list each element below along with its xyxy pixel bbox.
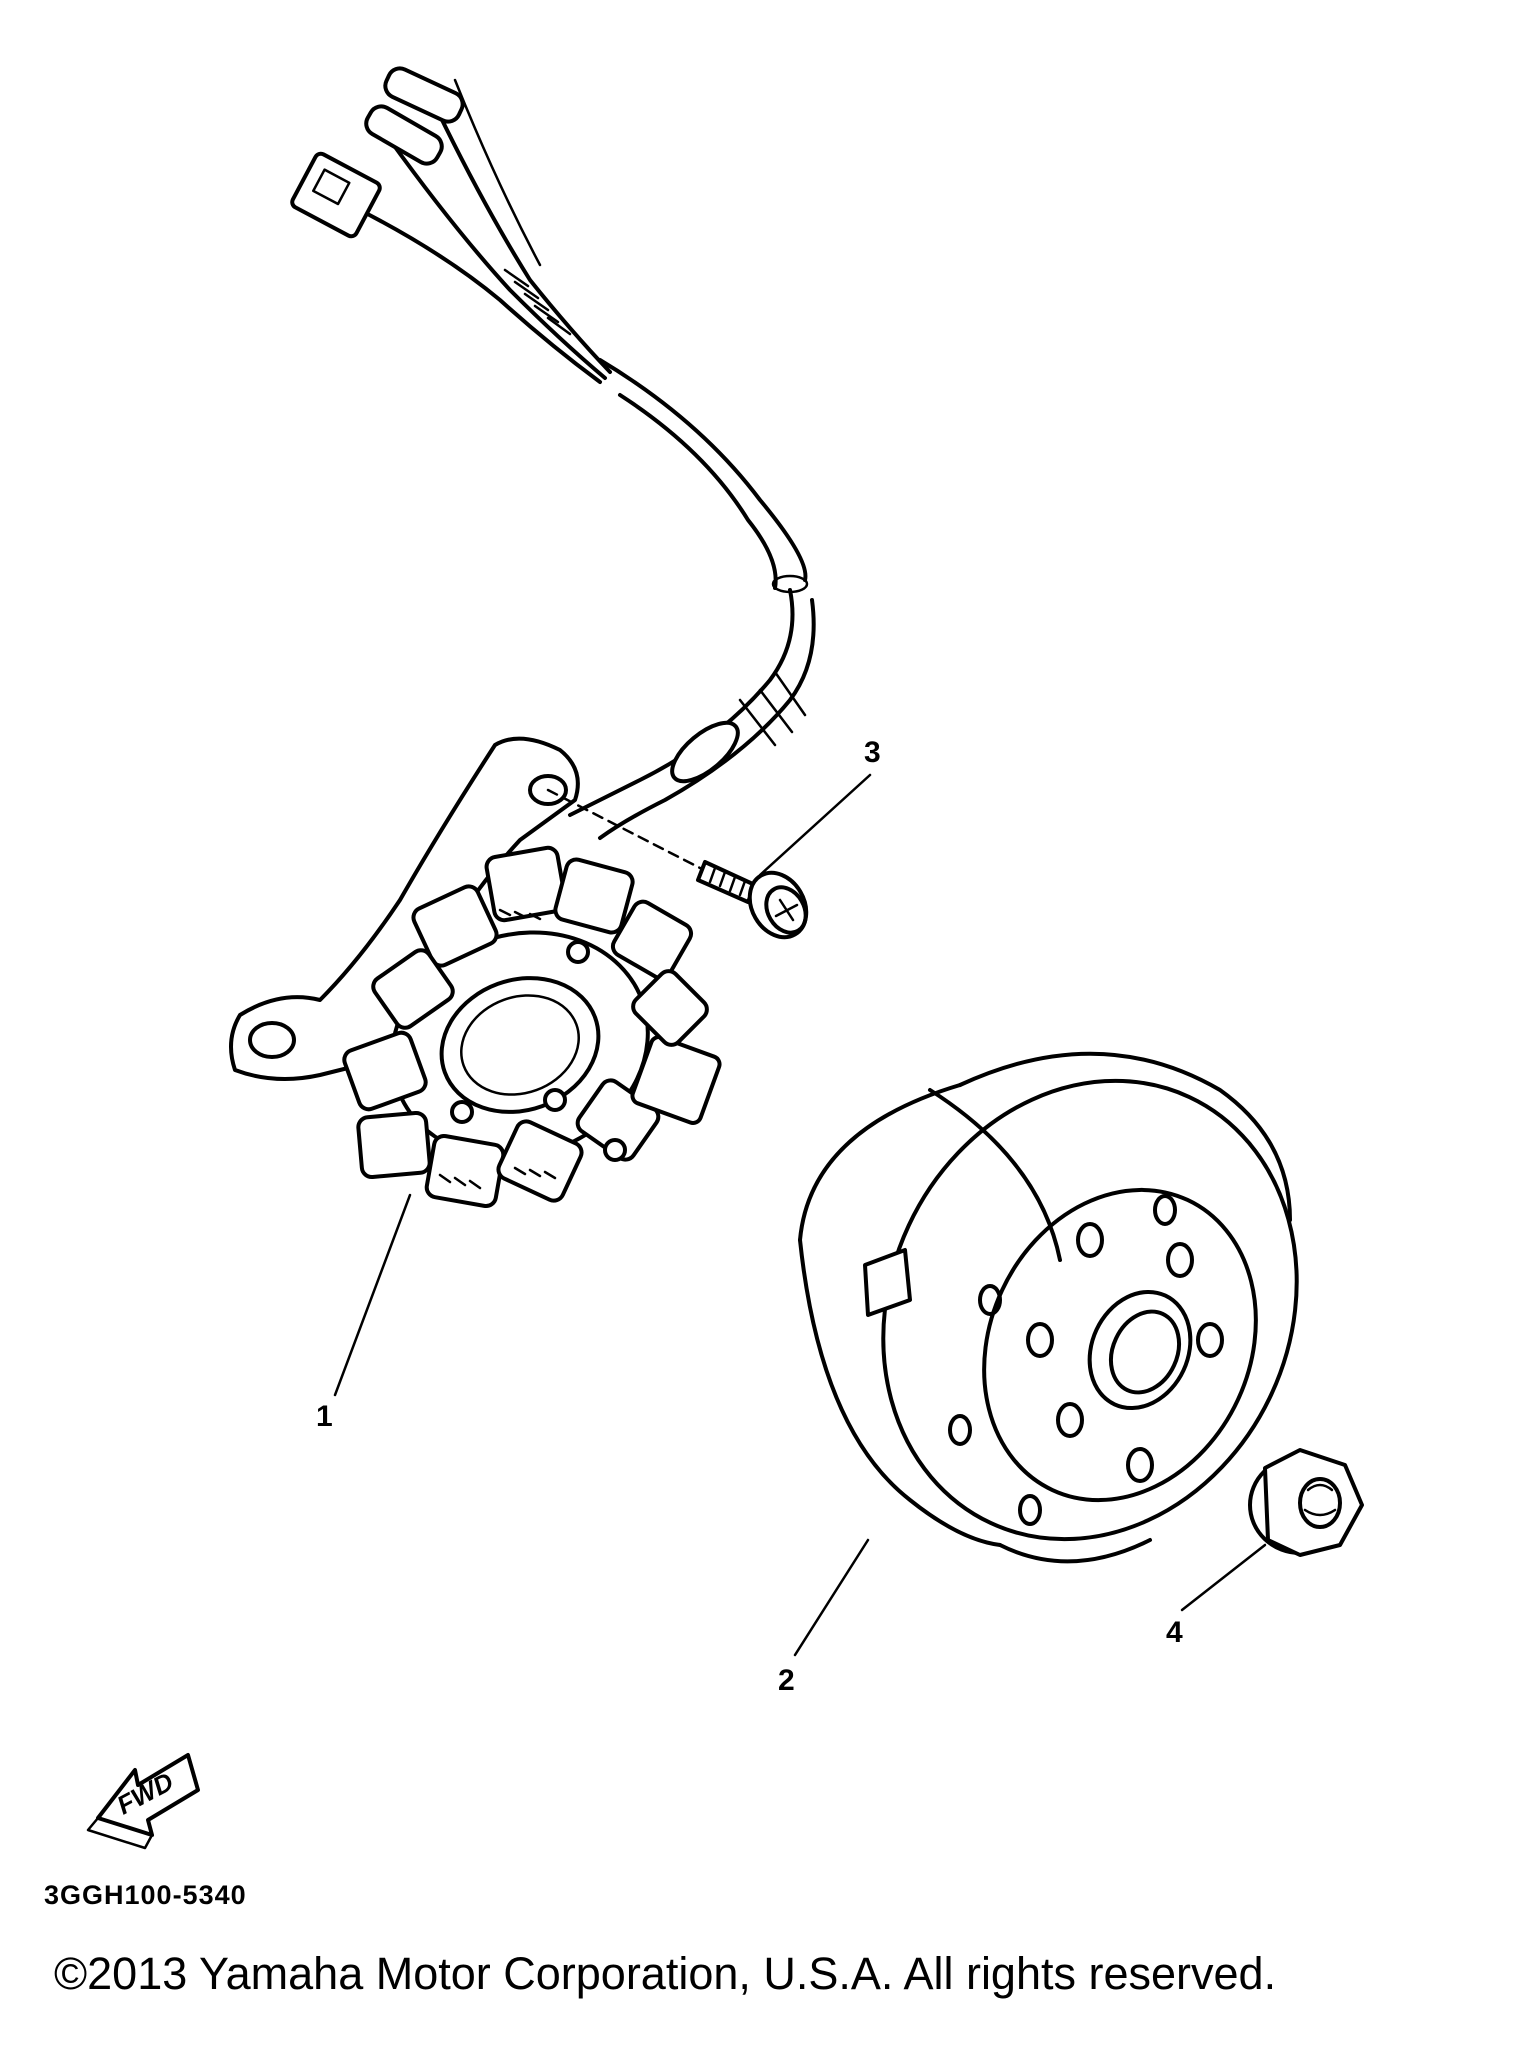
screw [546, 788, 809, 940]
fwd-arrow-icon: FWD [86, 1753, 200, 1850]
bullet-connector [364, 66, 465, 166]
leader-line-4 [1180, 1543, 1267, 1612]
coupler-connector [290, 151, 382, 239]
cable-grommet [670, 670, 807, 784]
leader-line-3 [758, 773, 872, 877]
leader-line-1 [333, 1193, 412, 1397]
wire-harness [290, 66, 816, 840]
callout-2: 2 [778, 1664, 795, 1697]
stator-coils [342, 845, 722, 1209]
callout-4: 4 [1166, 1616, 1183, 1649]
drawing-code: 3GGH100-5340 [44, 1880, 247, 1910]
leader-line-2 [793, 1538, 870, 1657]
nut [1248, 1448, 1364, 1557]
flywheel-rotor [798, 1051, 1299, 1564]
callout-3: 3 [864, 736, 881, 769]
leader-lines [333, 773, 1267, 1657]
stator-assembly [229, 736, 722, 1209]
copyright-notice: ©2013 Yamaha Motor Corporation, U.S.A. A… [54, 1948, 1277, 1999]
callout-1: 1 [316, 1400, 333, 1433]
